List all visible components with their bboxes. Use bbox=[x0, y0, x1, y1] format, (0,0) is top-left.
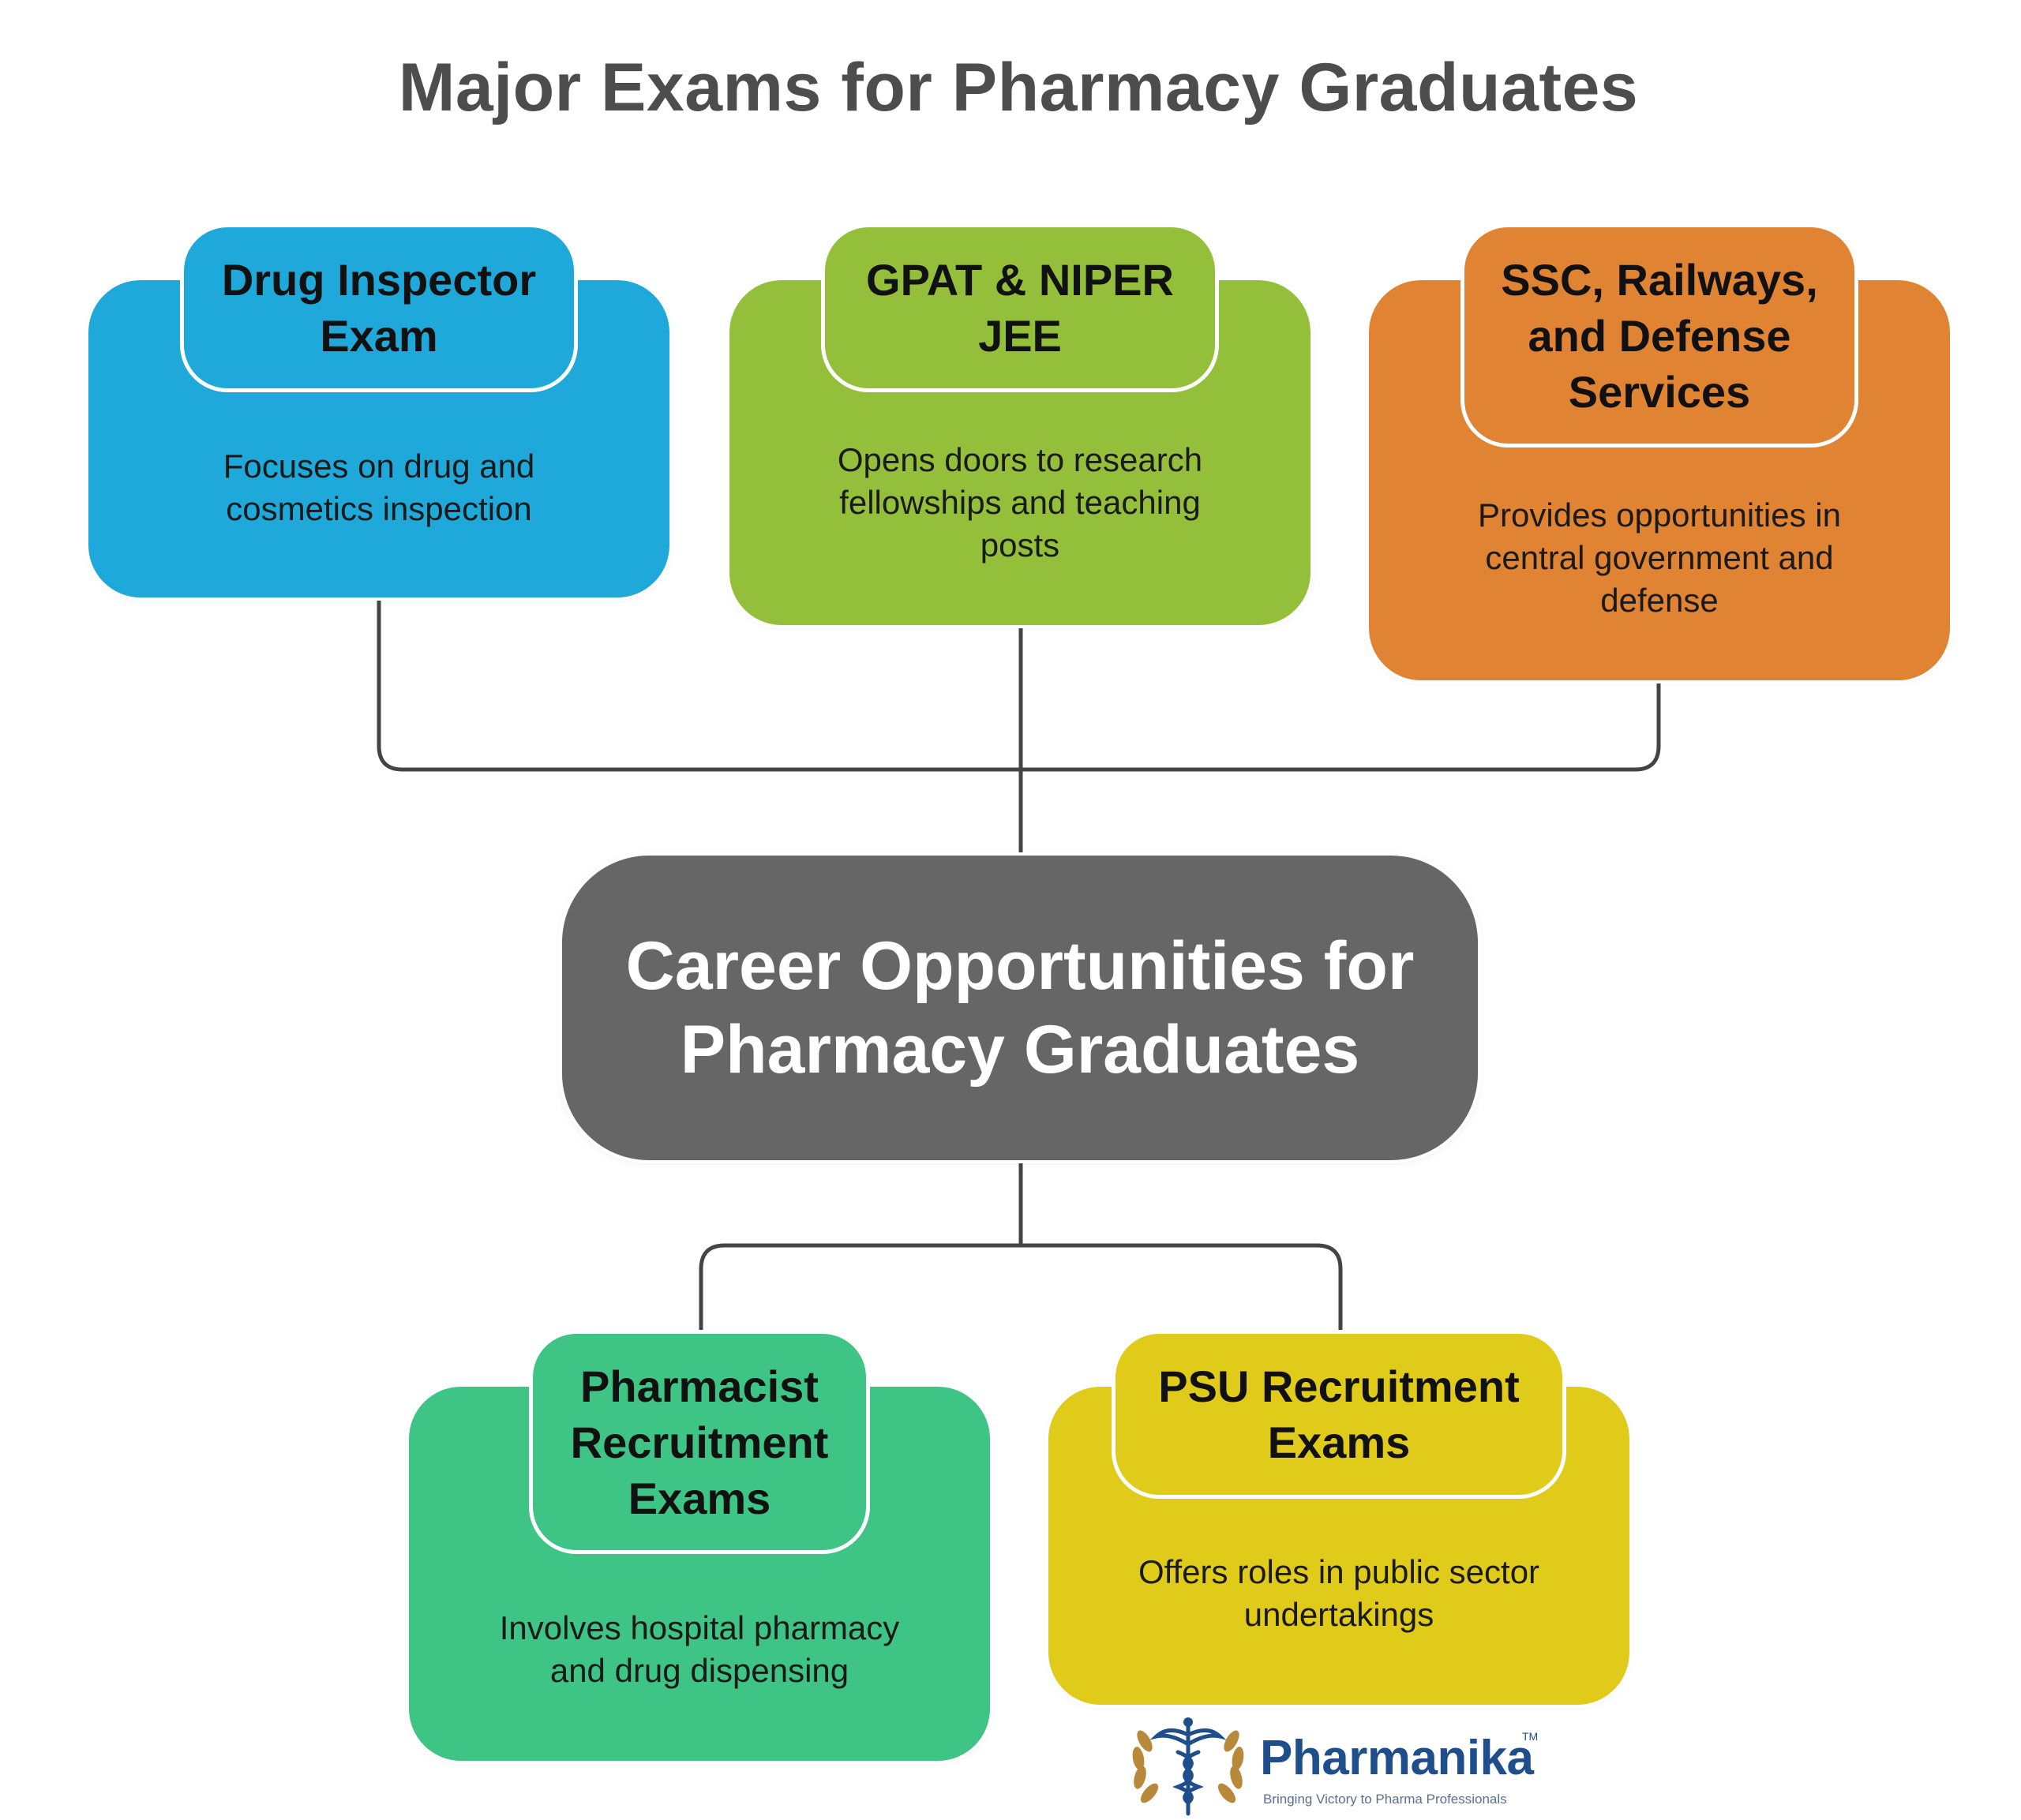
card-title-line: GPAT & NIPER bbox=[866, 255, 1174, 305]
diagram-title: Major Exams for Pharmacy Graduates bbox=[398, 50, 1639, 125]
card-title-line: Exams bbox=[628, 1473, 771, 1523]
card-title-line: Recruitment bbox=[570, 1417, 829, 1467]
card-desc-line: Offers roles in public sector bbox=[1138, 1553, 1540, 1590]
card-desc-line: central government and bbox=[1485, 539, 1834, 576]
card-desc-line: defense bbox=[1600, 582, 1719, 619]
card-desc-line: undertakings bbox=[1243, 1596, 1434, 1633]
card-desc-line: Focuses on drug and bbox=[223, 448, 535, 485]
connector-top-left bbox=[377, 597, 1021, 772]
card-title-line: Drug Inspector bbox=[221, 255, 537, 305]
card-ssc-railways-defense-desc: Provides opportunities in central govern… bbox=[1400, 494, 1918, 622]
center-title-line: Pharmacy Graduates bbox=[680, 1012, 1360, 1088]
card-title-line: Pharmacist bbox=[580, 1361, 819, 1411]
card-desc-line: fellowships and teaching bbox=[839, 484, 1201, 521]
logo-trademark: TM bbox=[1522, 1730, 1539, 1743]
card-gpat-niper-desc: Opens doors to research fellowships and … bbox=[761, 439, 1279, 567]
center-career-opportunities: Career Opportunities for Pharmacy Gradua… bbox=[562, 856, 1478, 1160]
card-pharmacist-recruitment-title: Pharmacist Recruitment Exams bbox=[529, 1330, 870, 1554]
card-title-line: Services bbox=[1568, 366, 1751, 417]
card-desc-line: Provides opportunities in bbox=[1478, 496, 1841, 534]
pharmanika-logo: Pharmanika TM Bringing Victory to Pharma… bbox=[1121, 1710, 1563, 1820]
caduceus-laurel-icon bbox=[1132, 1717, 1244, 1816]
logo-wordmark: Pharmanika bbox=[1260, 1731, 1534, 1785]
card-title-line: SSC, Railways, bbox=[1501, 254, 1818, 305]
card-title-line: and Defense bbox=[1528, 310, 1791, 361]
center-title-line: Career Opportunities for bbox=[625, 928, 1415, 1004]
connector-bottom-left bbox=[699, 1243, 1021, 1334]
card-title-line: Exams bbox=[1267, 1417, 1411, 1467]
card-ssc-railways-defense-title: SSC, Railways, and Defense Services bbox=[1460, 223, 1858, 448]
card-drug-inspector-desc: Focuses on drug and cosmetics inspection bbox=[120, 445, 638, 530]
card-desc-line: Involves hospital pharmacy bbox=[499, 1609, 900, 1646]
connector-top-right bbox=[1021, 680, 1661, 772]
card-desc-line: and drug dispensing bbox=[549, 1652, 849, 1689]
card-gpat-niper-title: GPAT & NIPER JEE bbox=[821, 223, 1219, 392]
card-desc-line: cosmetics inspection bbox=[226, 490, 532, 527]
card-psu-recruitment-title: PSU Recruitment Exams bbox=[1112, 1330, 1566, 1499]
card-desc-line: posts bbox=[980, 526, 1060, 564]
card-psu-recruitment-desc: Offers roles in public sector undertakin… bbox=[1080, 1551, 1598, 1636]
logo-tagline: Bringing Victory to Pharma Professionals bbox=[1263, 1792, 1507, 1807]
card-title-line: JEE bbox=[978, 311, 1062, 361]
card-drug-inspector-title: Drug Inspector Exam bbox=[180, 223, 578, 392]
card-desc-line: Opens doors to research bbox=[837, 441, 1203, 478]
card-title-line: Exam bbox=[320, 311, 438, 361]
connector-bottom-right bbox=[1021, 1243, 1343, 1334]
card-pharmacist-recruitment-desc: Involves hospital pharmacy and drug disp… bbox=[441, 1607, 958, 1692]
card-title-line: PSU Recruitment bbox=[1158, 1361, 1520, 1411]
